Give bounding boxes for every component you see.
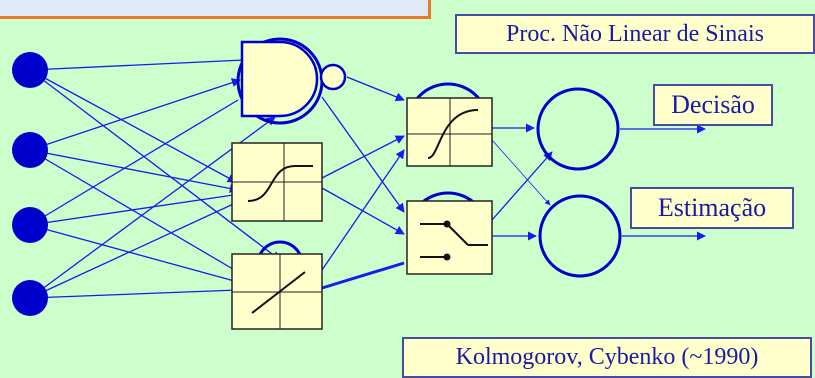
input-node [12, 52, 48, 88]
output-node-decision [536, 87, 620, 171]
output-layer [536, 87, 622, 278]
decision-label: Decisão [653, 84, 773, 126]
input-connections [29, 59, 281, 299]
output-node-estimation [538, 194, 622, 278]
header-label: Proc. Não Linear de Sinais [455, 14, 815, 54]
hidden-connections [321, 76, 405, 290]
title-strip [0, 0, 431, 19]
sigmoid-icon [231, 142, 323, 222]
sigmoid-icon [406, 97, 493, 167]
linear-icon [231, 240, 323, 330]
input-node [12, 280, 48, 316]
input-layer [12, 52, 48, 316]
input-node [12, 132, 48, 168]
estimation-label: Estimação [630, 187, 794, 229]
output-connections [491, 123, 706, 241]
footer-citation: Kolmogorov, Cybenko (~1990) [402, 337, 812, 378]
input-node [12, 207, 48, 243]
nand-gate-icon [240, 40, 347, 118]
switch-icon [406, 200, 493, 275]
